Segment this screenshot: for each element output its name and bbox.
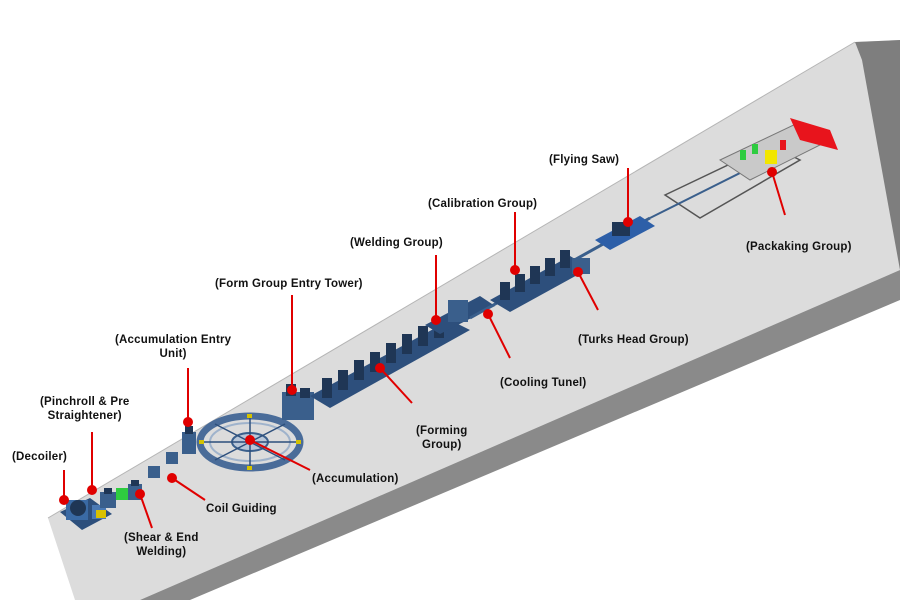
leader-lines: [59, 167, 786, 529]
label-decoiler: (Decoiler): [12, 451, 68, 463]
label-pinchroll: (Pinchroll & Pre Straightener): [40, 395, 129, 423]
forming-base: [310, 320, 470, 408]
label-turks-head-group: (Turks Head Group): [578, 334, 689, 346]
label-calibration-group: (Calibration Group): [428, 198, 538, 210]
label-shear-welding: (Shear & End Welding): [124, 531, 199, 559]
decoiler-machine: [60, 498, 112, 530]
label-shear-welding-line2: Welding): [136, 546, 187, 558]
label-forming-group-line1: (Forming: [416, 425, 468, 437]
label-accumulation: (Accumulation): [312, 473, 399, 485]
floor-top: [48, 40, 900, 600]
label-flying-saw: (Flying Saw): [549, 154, 620, 166]
label-pinchroll-line2: Straightener): [47, 410, 122, 422]
pinchroll-machine: [100, 488, 116, 508]
label-pinchroll-line1: (Pinchroll & Pre: [40, 396, 130, 408]
label-form-entry-tower: (Form Group Entry Tower): [215, 278, 363, 290]
label-forming-group: (Forming Group): [416, 424, 467, 452]
packaging-machine: [718, 118, 838, 181]
label-cooling-tunnel: (Cooling Tunel): [500, 377, 587, 389]
label-forming-group-line2: Group): [421, 439, 462, 451]
floor-front-edge: [140, 270, 900, 600]
label-packaging-group: (Packaking Group): [746, 241, 852, 253]
floor-side: [855, 40, 900, 270]
label-accumulation-entry: (Accumulation Entry Unit): [115, 333, 231, 361]
label-shear-welding-line1: (Shear & End: [124, 532, 199, 544]
accumulation-entry-machine: [182, 426, 196, 454]
label-accumulation-entry-line1: (Accumulation Entry: [115, 334, 232, 346]
calibration-stands: [500, 250, 570, 300]
label-welding-group: (Welding Group): [350, 237, 443, 249]
welding-unit: [448, 300, 468, 322]
label-coil-guiding: Coil Guiding: [206, 503, 277, 515]
label-accumulation-entry-line2: Unit): [159, 348, 187, 360]
accumulation-ring: [196, 412, 304, 472]
shear-welding-machine: [116, 480, 142, 500]
coil-guiding-machine: [148, 452, 178, 478]
